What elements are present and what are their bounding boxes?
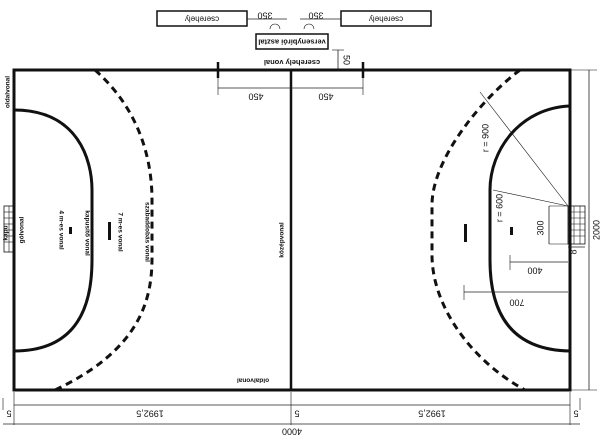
free-throw-line-left bbox=[54, 68, 154, 392]
court-width-dim: 2000 bbox=[591, 220, 601, 240]
goalkeeper-line-mark-right bbox=[510, 227, 513, 235]
timekeeper-table-label: versenybírói asztal bbox=[258, 38, 326, 47]
line-7m-label: 7 m-es vonal bbox=[116, 212, 123, 252]
substitution-line-label: cserehely vonal bbox=[264, 58, 320, 67]
sideline-label: oldalvonal bbox=[5, 76, 12, 108]
timekeeper-seat-left bbox=[269, 23, 281, 30]
free-throw-line-right bbox=[430, 68, 526, 392]
goal-right bbox=[567, 205, 586, 245]
center-line-label: középvonal bbox=[279, 222, 286, 258]
radius-900-label: r = 900 bbox=[480, 124, 490, 152]
seven-meter-mark-right bbox=[464, 224, 467, 242]
subline-left-dim: 450 bbox=[248, 92, 263, 102]
seven-meter-mark-left bbox=[108, 222, 111, 240]
substitute-bench-left-label: cserehely bbox=[185, 14, 219, 23]
half-right-dim: 1992,5 bbox=[418, 409, 446, 419]
radius-600-line bbox=[492, 189, 569, 207]
goal-area-line-left bbox=[13, 108, 94, 353]
goal-line-label: gólvonal bbox=[19, 216, 26, 243]
court-length-dim: 4000 bbox=[282, 427, 302, 437]
sideline-bottom-label: oldalvonal bbox=[237, 376, 269, 383]
bottom-gap-mid-dim: 5 bbox=[294, 409, 299, 419]
half-left-dim: 1992,5 bbox=[136, 409, 164, 419]
table-offset-dim: 50 bbox=[342, 55, 352, 65]
bench-offset-right-dim: 350 bbox=[308, 11, 323, 21]
timekeeper-seat-right bbox=[303, 23, 315, 30]
radius-600-label: r = 600 bbox=[494, 194, 504, 222]
goal-width-dim: 300 bbox=[535, 220, 545, 235]
line-4m-label: 4 m-es vonal bbox=[57, 210, 64, 250]
goalkeeper-line-mark-left bbox=[69, 227, 72, 234]
free-throw-line-label: szabaddobás vonal bbox=[143, 202, 150, 262]
radius-900-line bbox=[479, 91, 569, 207]
substitute-bench-right-label: cserehely bbox=[369, 14, 403, 23]
bench-offset-left-dim: 350 bbox=[257, 11, 272, 21]
goal-left bbox=[3, 205, 16, 253]
bottom-gap-right-dim: 5 bbox=[573, 409, 578, 419]
goalkeeper-line-label: kapusítő vonal bbox=[83, 210, 90, 256]
arc-offset-400-dim: 400 bbox=[527, 266, 542, 276]
arc-offset-700-dim: 700 bbox=[509, 298, 524, 308]
subline-right-dim: 450 bbox=[318, 92, 333, 102]
timekeeper-table bbox=[255, 33, 329, 50]
goal-area-line-right bbox=[488, 104, 571, 353]
goal-label: kapu bbox=[3, 225, 10, 240]
bottom-gap-left-dim: 5 bbox=[6, 409, 11, 419]
goal-depth-dim: 8 bbox=[568, 249, 578, 254]
